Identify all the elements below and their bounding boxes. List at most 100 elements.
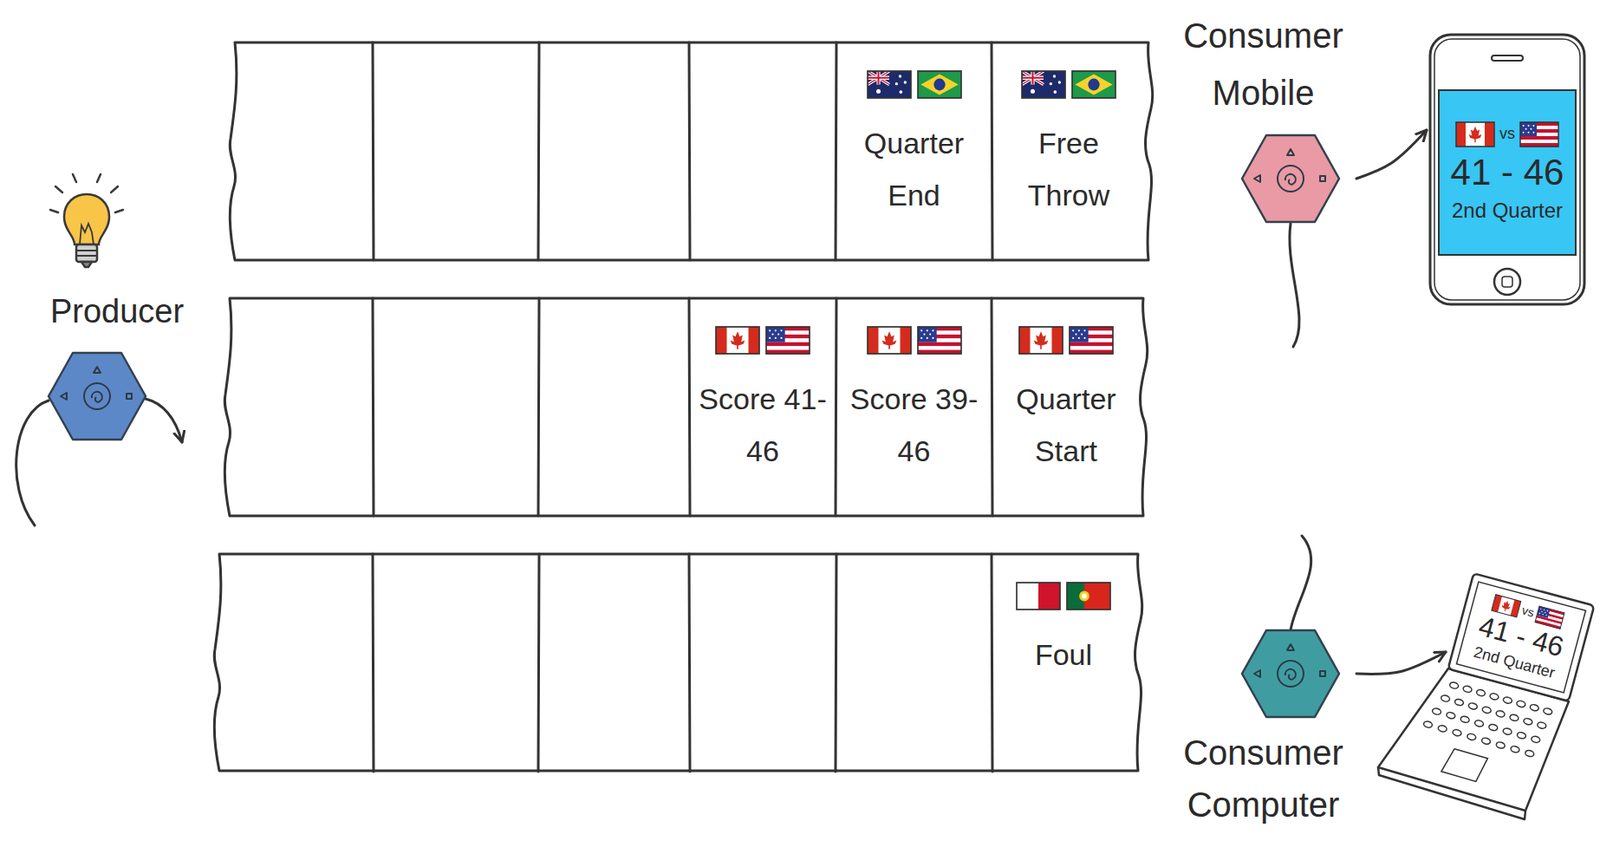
flag-pair [991,582,1136,610]
node-text: Producer [21,291,213,332]
lightbulb-icon [50,174,124,267]
partition-cell: Foul [991,553,1136,771]
laptop-key [1502,727,1512,735]
laptop-key [1482,705,1492,714]
laptop-key [1516,731,1527,740]
pt-flag [1066,582,1111,610]
phone-display: vs 41 - 46 2nd Quarter [1428,32,1587,306]
node-text: Consumer Computer [1170,726,1357,831]
ca-flag [867,326,911,354]
cell-text: Quarter Start [991,372,1141,477]
cell-dividers [372,553,993,772]
partition-row [229,42,1153,261]
partition-row [214,553,1143,771]
laptop-key [1451,728,1462,737]
ca-flag [1019,326,1063,354]
flag-row: vs [1456,122,1559,147]
cell-text: Quarter End [836,117,992,222]
cell-label: Score 41-46 [697,372,828,477]
node-label: Producer [21,291,213,332]
flag-pair [991,326,1141,354]
cell-label: Quarter End [845,117,983,222]
laptop-key [1462,684,1472,693]
us-flag [1069,326,1113,354]
flag-pair [991,71,1146,98]
laptop-key [1489,692,1499,701]
laptop-key [1529,703,1540,712]
laptop-key [1536,721,1547,729]
cell-text: Score 39-46 [836,372,992,477]
laptop-key [1431,707,1442,716]
partition-cell: Free Throw [991,42,1146,261]
cell-text: Free Throw [991,117,1146,222]
laptop-key [1445,711,1456,720]
laptop-key [1440,694,1451,703]
producer-arrow [145,398,183,443]
partition-cell: Score 41-46 [689,298,837,516]
laptop-key [1522,717,1533,726]
us-flag [1520,122,1559,147]
consumer-node: Consumer Computer [1170,625,1357,834]
br-flag [917,71,962,98]
laptop-key [1423,720,1433,729]
laptop-key [1495,709,1505,718]
laptop-key [1530,734,1541,743]
flag-pair [836,326,992,354]
laptop-key [1454,697,1464,706]
connector-arrow [1356,130,1427,179]
phone-screen: vs 41 - 46 2nd Quarter [1438,90,1576,255]
laptop-key [1515,699,1526,708]
partition-cell: Quarter Start [991,298,1141,516]
laptop-key [1481,736,1491,745]
cell-text: Foul [991,628,1136,681]
producer-wire [16,400,49,526]
node-label: Consumer Computer [1170,726,1357,831]
laptop-touchpad [1441,748,1488,782]
us-flag [917,326,962,354]
laptop-key [1459,715,1470,723]
hexagon-icon [1238,131,1343,226]
connector-arrow [1356,651,1446,674]
hexagon-icon [1238,626,1343,721]
laptop-key [1476,689,1486,697]
au-flag [867,71,911,98]
node-text: Consumer Mobile [1170,6,1357,122]
node-label: Consumer Mobile [1170,6,1357,122]
laptop-key [1474,719,1484,728]
laptop-key [1488,722,1498,731]
cell-label: Quarter Start [1000,372,1132,477]
laptop-key [1449,681,1459,690]
flag-pair [689,326,837,354]
screen-label: 41 - 46 [1438,151,1576,194]
partition-cell: Quarter End [836,42,992,261]
laptop-display: vs41 - 462nd Quarter [1447,572,1595,703]
br-flag [1072,71,1116,98]
laptop-key [1437,724,1448,733]
laptop-key [1524,748,1535,757]
laptop-key [1495,741,1506,749]
cell-text: Score 41-46 [689,372,837,477]
hexagon-icon [45,349,150,443]
ca-flag [715,326,760,354]
consumer-node: Consumer Mobile [1170,6,1357,226]
cell-label: Score 39-46 [845,372,983,477]
laptop-key [1542,707,1553,716]
cell-dividers [372,298,993,516]
laptop-key [1502,695,1513,704]
consumer-wire [1289,223,1300,347]
us-flag [766,326,810,354]
cell-label: Foul [1000,628,1127,681]
screen-label: 2nd Quarter [1438,198,1576,223]
consumer-wire [1290,535,1312,631]
partition-row [224,298,1148,516]
partition-cell: Score 39-46 [836,298,992,516]
mt-flag [1016,582,1061,610]
cell-label: Free Throw [1000,117,1138,222]
laptop-key [1466,732,1477,741]
ca-flag [1456,122,1495,147]
laptop-key [1509,745,1520,754]
laptop-key [1508,713,1519,722]
